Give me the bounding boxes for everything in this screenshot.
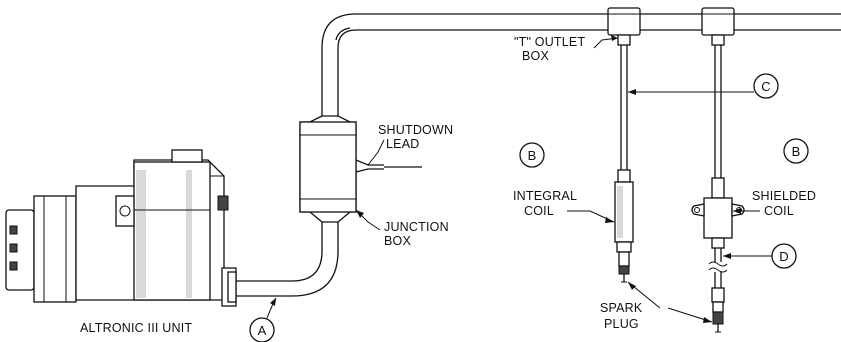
label-shutdown-lead-line1: SHUTDOWN [378,123,453,137]
t-outlet-box-left [607,7,641,46]
label-shielded-coil-line1: SHIELDED [752,189,816,203]
leader-lines [266,35,772,323]
callout-a-letter: A [258,323,267,338]
callout-d-letter: D [779,249,788,264]
label-t-outlet-box-line2: BOX [522,49,549,63]
callout-b-shielded: B [783,138,809,164]
label-shutdown-lead-line2: LEAD [386,137,419,151]
label-junction-box-line2: BOX [384,234,411,248]
label-spark-plug-line2: PLUG [604,317,639,331]
callout-d: D [771,243,797,269]
shielded-coil-assembly [691,45,745,333]
callout-c-letter: C [761,79,770,94]
label-shielded-coil-line2: COIL [764,204,794,218]
callout-b-integral: B [519,142,545,168]
callout-a: A [249,317,275,342]
callout-b-integral-letter: B [528,148,537,163]
label-altronic-unit: ALTRONIC III UNIT [80,321,192,335]
label-spark-plug-line1: SPARK [600,301,643,315]
main-harness-cable [232,13,841,297]
label-junction-box-line1: JUNCTION [384,220,449,234]
callout-c: C [753,73,779,99]
integral-coil-assembly [614,45,634,283]
junction-box [299,115,422,223]
label-integral-coil-line1: INTEGRAL [513,189,577,203]
t-outlet-box-right [701,7,735,46]
label-t-outlet-box-line1: "T" OUTLET [514,35,585,49]
label-integral-coil-line2: COIL [524,204,554,218]
callout-b-shielded-letter: B [792,144,801,159]
altronic-unit [5,149,237,307]
